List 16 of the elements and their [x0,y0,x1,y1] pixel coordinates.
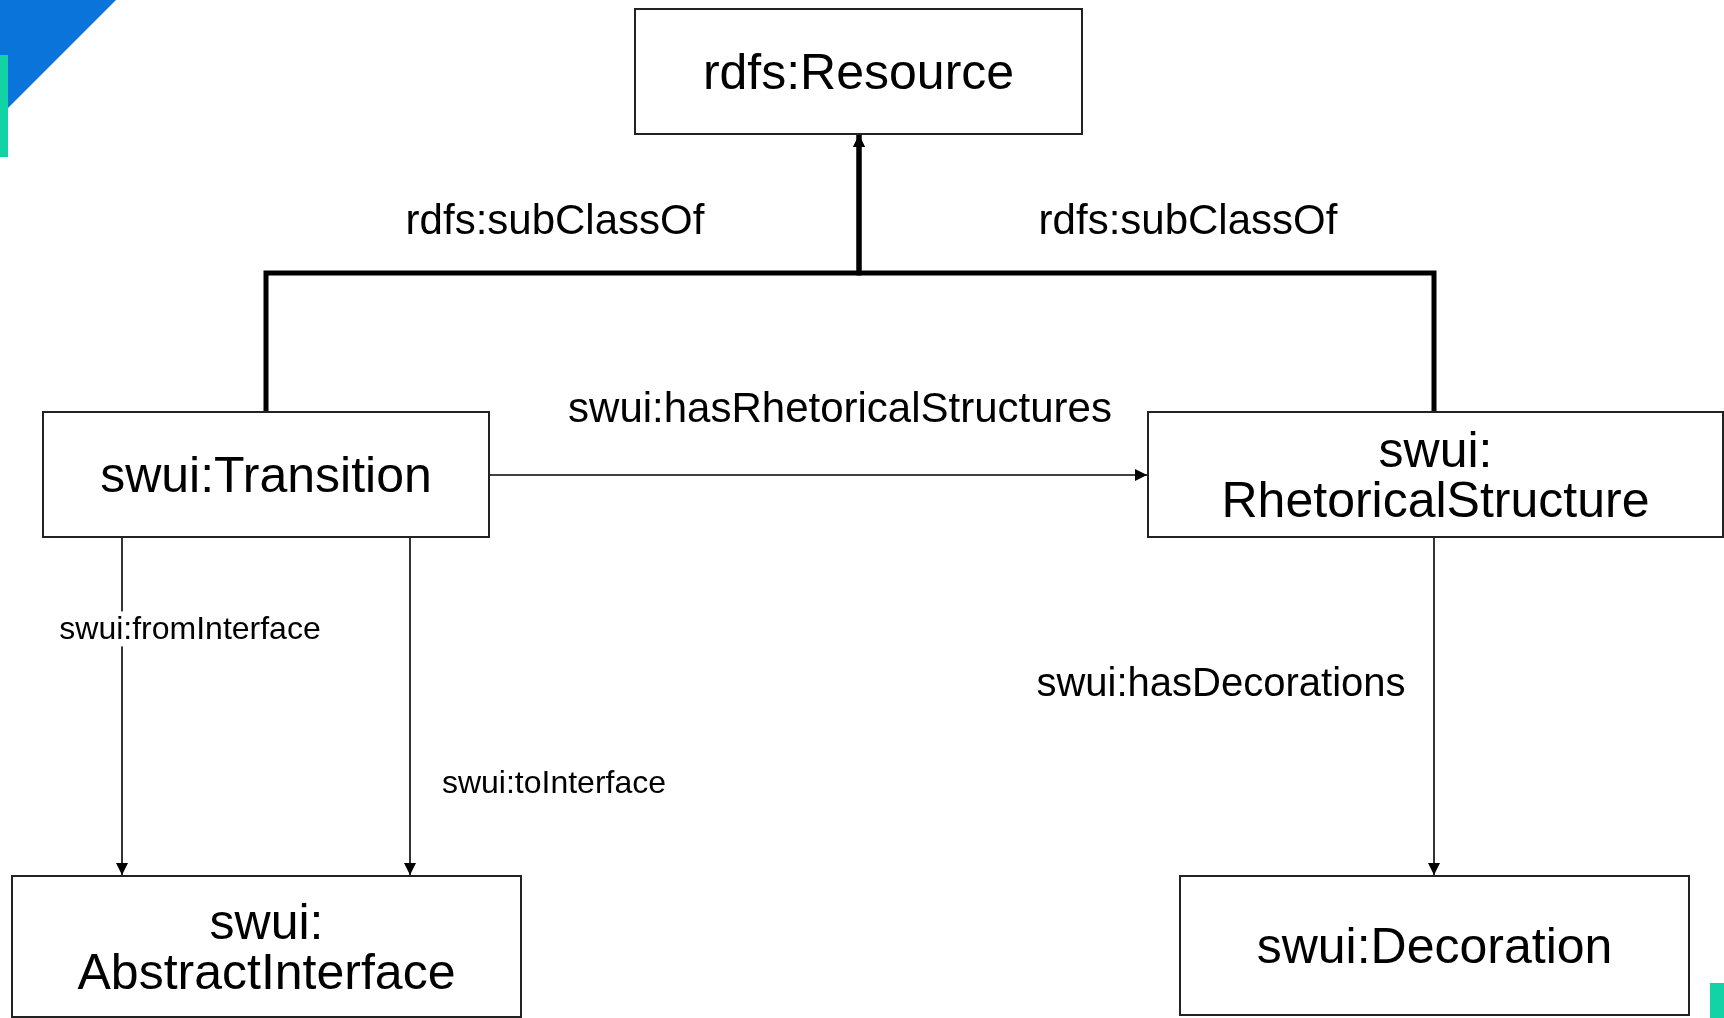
class-name: swui:Transition [100,449,432,500]
class-name: swui: RhetoricalStructure [1220,424,1651,525]
arrow [116,537,128,876]
class-box [634,8,1083,135]
class-name: rdfs:Resource [702,46,1015,97]
arrow [853,135,1437,411]
class-name: swui: AbstractInterface [76,896,457,997]
arrow [1428,537,1440,876]
class-box [11,875,522,1018]
arrow [404,537,416,876]
class-box [1179,875,1690,1016]
class-box [1147,411,1724,538]
class-box [42,411,490,538]
arrow [489,469,1148,481]
edge-label: swui:fromInterface [57,611,323,647]
class-name: swui:Decoration [1256,920,1613,971]
